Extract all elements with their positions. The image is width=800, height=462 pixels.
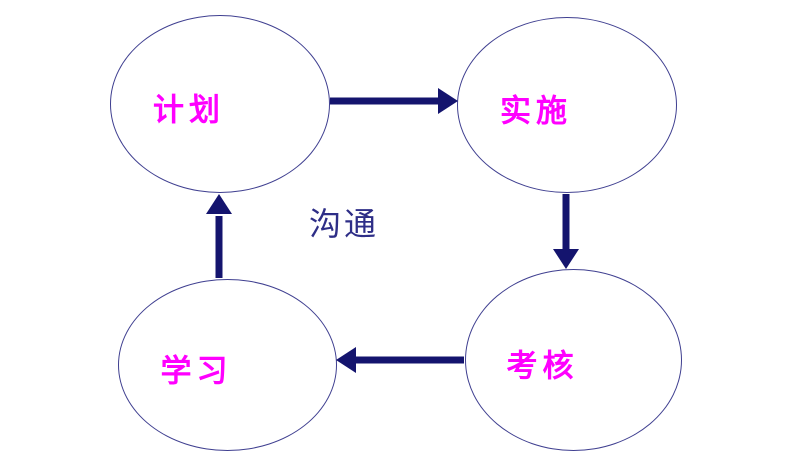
node-ellipse-implement: 实施	[457, 17, 677, 193]
arrow-learn-to-plan	[206, 194, 232, 278]
node-label-plan: 计划	[153, 92, 225, 128]
node-ellipse-plan: 计划	[110, 15, 330, 193]
arrow-plan-to-implement	[330, 88, 458, 114]
arrow-implement-to-assess	[553, 194, 579, 269]
node-ellipse-learn: 学习	[118, 279, 337, 451]
node-label-assess: 考核	[506, 348, 579, 384]
node-label-implement: 实施	[500, 93, 572, 129]
node-label-learn: 学习	[160, 353, 233, 389]
node-ellipse-assess: 考核	[465, 269, 682, 451]
arrow-assess-to-learn	[336, 347, 464, 373]
center-label-communication: 沟通	[308, 205, 380, 243]
